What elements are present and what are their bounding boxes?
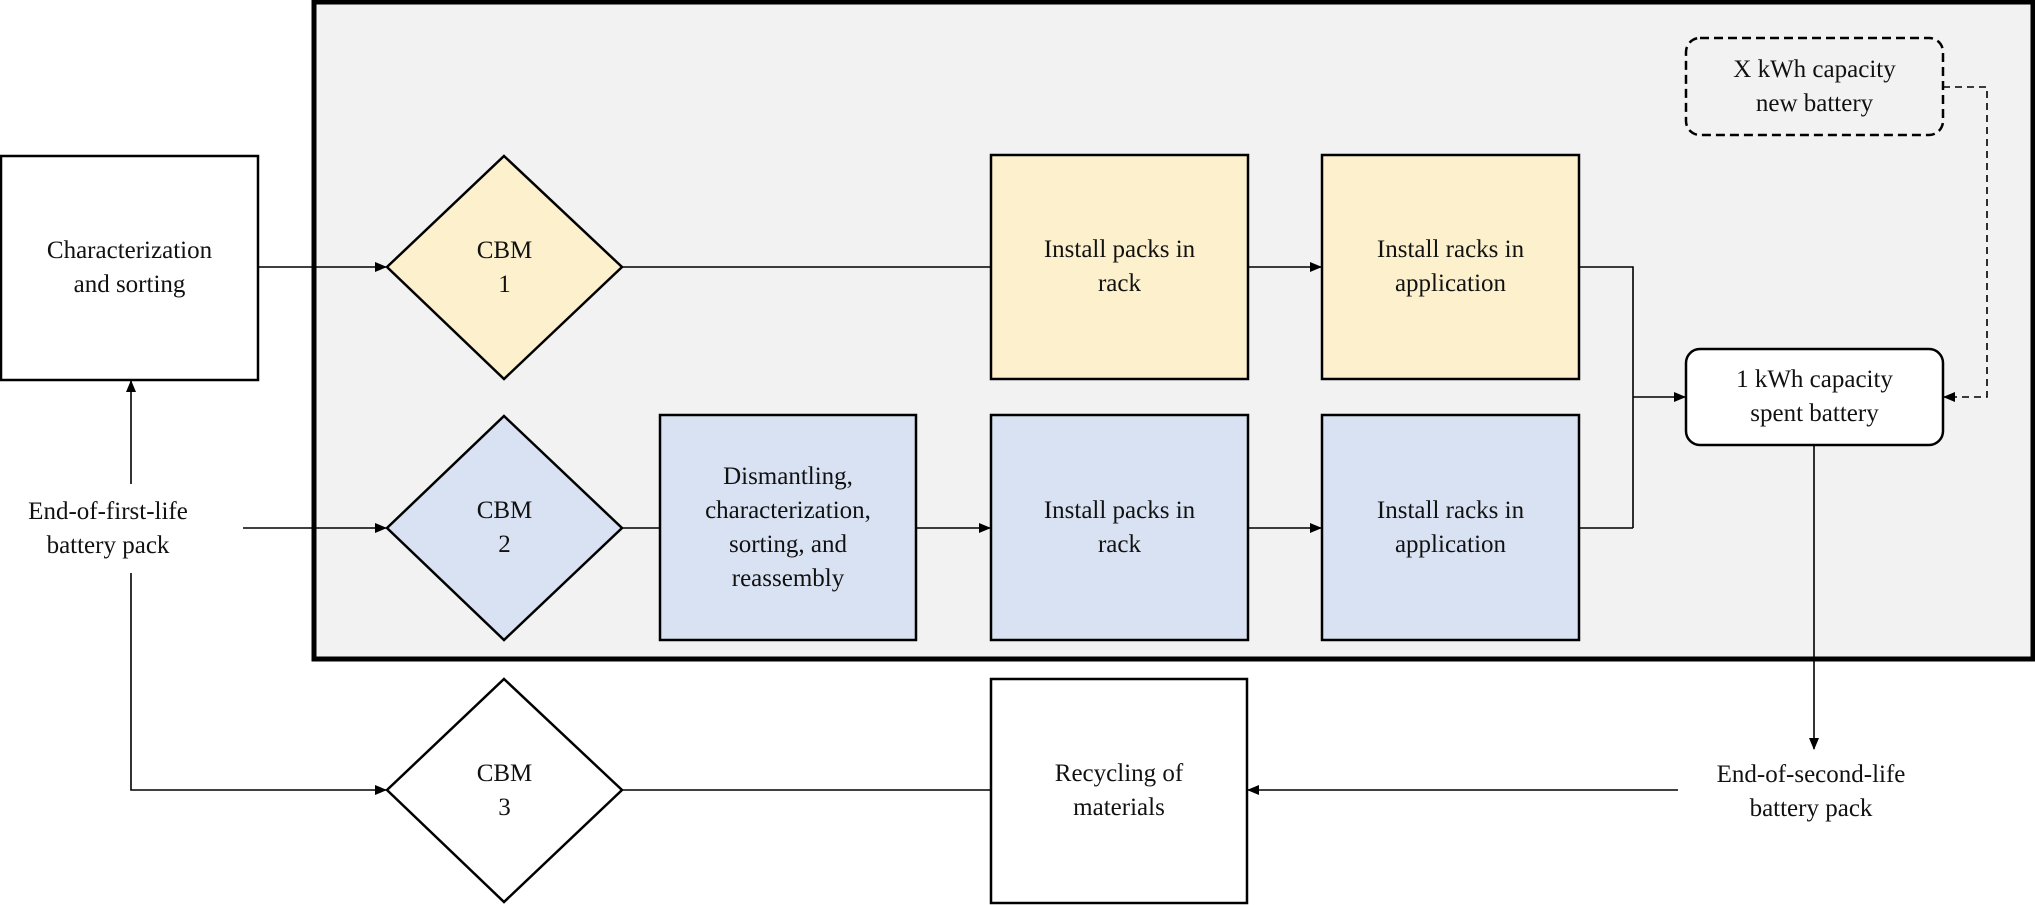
install-packs-label-2-line: rack bbox=[1097, 530, 1142, 558]
new-battery-label: X kWh capacity new battery bbox=[1686, 38, 1943, 135]
spent-battery-label-line: spent battery bbox=[1750, 400, 1879, 427]
install-packs-label-1-line: Install packs in bbox=[1043, 236, 1196, 263]
characterization-box bbox=[0, 154, 260, 382]
install-racks-label-2-line: application bbox=[1394, 530, 1507, 558]
install-racks-label-2-line: Install racks in bbox=[1376, 496, 1525, 524]
end-second-life-label-line: End-of-second-life bbox=[1716, 761, 1906, 788]
install-racks-box-2 bbox=[1320, 413, 1581, 642]
arrow-end-first-life-to-cbm3 bbox=[130, 573, 387, 795]
install-racks-label-1-line: Install racks in bbox=[1376, 236, 1525, 263]
end-first-life-label-line: battery pack bbox=[46, 531, 170, 559]
end-first-life-label-line: End-of-first-life bbox=[28, 497, 188, 525]
dashed-arrow-new-to-spent bbox=[1943, 86, 1988, 402]
end-first-life-label: End-of-first-life battery pack bbox=[0, 484, 216, 573]
install-packs-box-2 bbox=[989, 413, 1250, 642]
install-racks-label-1: Install racks in application bbox=[1322, 155, 1579, 379]
install-packs-label-2: Install packs in rack bbox=[991, 415, 1248, 640]
cbm1-label-line: CBM bbox=[476, 236, 533, 264]
cbm1-label-line: 1 bbox=[498, 270, 511, 298]
recycling-label-line: Recycling of bbox=[1054, 760, 1184, 787]
characterization-label-line: Characterization bbox=[46, 237, 213, 264]
dismantling-label-line: characterization, bbox=[705, 496, 871, 524]
spent-battery-label-line: 1 kWh capacity bbox=[1736, 366, 1893, 393]
cbm2-label-line: 2 bbox=[498, 531, 511, 558]
cbm2-label: CBM 2 bbox=[387, 416, 622, 640]
dismantling-label-line: reassembly bbox=[731, 564, 845, 592]
dismantling-label-line: sorting, and bbox=[728, 530, 848, 558]
install-packs-label-1: Install packs in rack bbox=[991, 155, 1248, 379]
cbm3-label-line: 3 bbox=[498, 793, 511, 821]
new-battery-label-line: X kWh capacity bbox=[1733, 55, 1896, 83]
cbm2-diamond bbox=[385, 414, 624, 642]
install-packs-label-1-line: rack bbox=[1097, 270, 1142, 297]
install-racks-box-1 bbox=[1320, 153, 1581, 381]
recycling-box bbox=[989, 677, 1249, 905]
install-racks-label-1-line: application bbox=[1394, 270, 1507, 297]
end-second-life-label-line: battery pack bbox=[1749, 795, 1873, 822]
cbm1-diamond bbox=[385, 154, 624, 381]
dismantling-label-line: Dismantling, bbox=[723, 462, 853, 490]
cbm2-label-line: CBM bbox=[476, 497, 533, 524]
recycling-label-line: materials bbox=[1073, 794, 1165, 821]
spent-battery-label: 1 kWh capacity spent battery bbox=[1686, 349, 1943, 445]
cbm1-label: CBM 1 bbox=[387, 156, 622, 379]
cbm3-diamond bbox=[385, 677, 624, 904]
install-racks-label-2: Install racks in application bbox=[1322, 415, 1579, 640]
characterization-label-line: and sorting bbox=[73, 271, 186, 298]
recycling-label: Recycling of materials bbox=[991, 679, 1247, 903]
end-second-life-label: End-of-second-life battery pack bbox=[1678, 752, 1944, 832]
install-packs-label-2-line: Install packs in bbox=[1043, 496, 1196, 524]
new-battery-label-line: new battery bbox=[1755, 89, 1874, 117]
characterization-label: Characterization and sorting bbox=[1, 156, 258, 380]
dismantling-label: Dismantling, characterization, sorting, an… bbox=[660, 415, 916, 640]
line-install-racks-1-out bbox=[1579, 266, 1634, 528]
cbm3-label: CBM 3 bbox=[387, 679, 622, 902]
cbm3-label-line: CBM bbox=[476, 759, 533, 787]
